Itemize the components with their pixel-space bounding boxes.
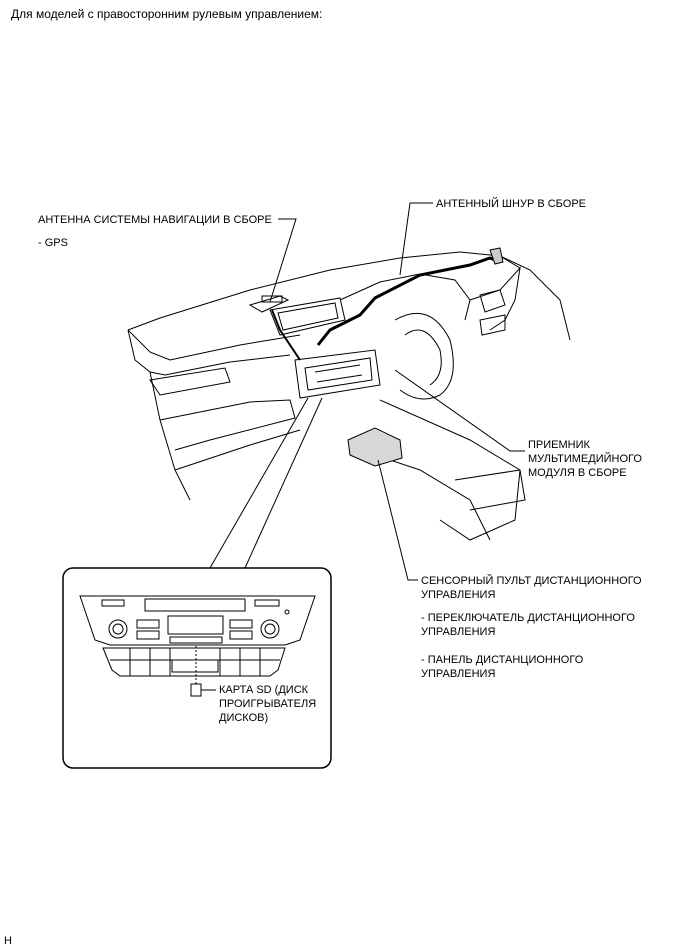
inset-center-display bbox=[167, 615, 224, 635]
right-vent bbox=[479, 289, 506, 313]
inset-left-vent bbox=[101, 599, 125, 607]
touchpad-unit bbox=[347, 427, 403, 467]
sd-card-icon bbox=[190, 683, 202, 697]
left-vent bbox=[149, 367, 231, 396]
inset-left-knob bbox=[108, 619, 128, 639]
display-screen bbox=[277, 302, 339, 331]
dashboard-left-end bbox=[127, 329, 191, 501]
receiver-detail-1 bbox=[314, 364, 361, 373]
antenna-cord bbox=[316, 256, 501, 346]
glovebox bbox=[159, 399, 296, 451]
console-body bbox=[379, 399, 521, 541]
footer-code: H bbox=[4, 935, 12, 947]
receiver-unit bbox=[294, 349, 381, 399]
inset-right-button-1 bbox=[229, 619, 253, 629]
page-header: Для моделей с правосторонним рулевым упр… bbox=[11, 7, 323, 21]
display-housing bbox=[269, 297, 346, 336]
inset-corner-dot bbox=[284, 609, 290, 615]
dashboard-top-outline bbox=[127, 251, 521, 331]
leader-nav-antenna bbox=[269, 218, 297, 303]
label-remote-touchpad: СЕНСОРНЫЙ ПУЛЬТ ДИСТАНЦИОННОГО УПРАВЛЕНИ… bbox=[421, 575, 642, 601]
receiver-face bbox=[304, 357, 373, 391]
antenna-cord-end bbox=[489, 247, 504, 265]
inset-left-button-2 bbox=[136, 630, 160, 640]
inset-frame bbox=[62, 567, 332, 769]
inset-lower-center bbox=[171, 659, 219, 673]
right-dash-edge bbox=[469, 266, 521, 331]
inset-panel-outline bbox=[79, 595, 316, 646]
leader-touchpad bbox=[377, 459, 418, 581]
gps-antenna-body bbox=[248, 295, 290, 313]
gps-cable bbox=[271, 309, 301, 361]
steering-wheel-inner bbox=[404, 329, 442, 386]
steering-wheel-outer bbox=[394, 312, 454, 400]
label-remote-switch: - ПЕРЕКЛЮЧАТЕЛЬ ДИСТАНЦИОННОГО УПРАВЛЕНИ… bbox=[421, 612, 635, 638]
callout-line-right bbox=[244, 397, 323, 569]
inset-right-vent bbox=[254, 599, 280, 607]
label-antenna-cord: АНТЕННЫЙ ШНУР В СБОРЕ bbox=[436, 198, 586, 210]
callout-line-left bbox=[209, 397, 309, 569]
receiver-detail-2 bbox=[316, 374, 363, 383]
leader-antenna-cord bbox=[399, 202, 433, 276]
inset-right-knob-inner bbox=[264, 623, 276, 635]
label-sd-card: КАРТА SD (ДИСК ПРОИГРЫВАТЕЛЯ ДИСКОВ) bbox=[219, 684, 317, 724]
inset-lower-panel bbox=[102, 647, 286, 677]
dashboard-lower-left bbox=[149, 354, 291, 376]
inset-left-knob-inner bbox=[112, 623, 124, 635]
inset-left-button-1 bbox=[136, 619, 160, 629]
right-vent-lower bbox=[479, 314, 506, 336]
inset-right-knob bbox=[260, 619, 280, 639]
cluster-hood bbox=[339, 273, 471, 321]
label-multimedia-receiver: ПРИЕМНИК МУЛЬТИМЕДИЙНОГО МОДУЛЯ В СБОРЕ bbox=[528, 439, 642, 479]
right-door-line bbox=[499, 255, 571, 341]
label-nav-antenna-sub: - GPS bbox=[38, 237, 68, 249]
lower-left-panel bbox=[174, 429, 301, 471]
inset-sd-slot bbox=[169, 636, 223, 644]
dashboard-front-edge bbox=[127, 329, 301, 361]
inset-right-button-2 bbox=[229, 630, 253, 640]
inset-top-slot bbox=[144, 598, 246, 612]
label-nav-antenna: АНТЕННА СИСТЕМЫ НАВИГАЦИИ В СБОРЕ bbox=[38, 214, 272, 226]
leader-receiver bbox=[394, 369, 525, 452]
console-armrest bbox=[454, 469, 526, 511]
label-remote-panel: - ПАНЕЛЬ ДИСТАНЦИОННОГО УПРАВЛЕНИЯ bbox=[421, 654, 584, 680]
